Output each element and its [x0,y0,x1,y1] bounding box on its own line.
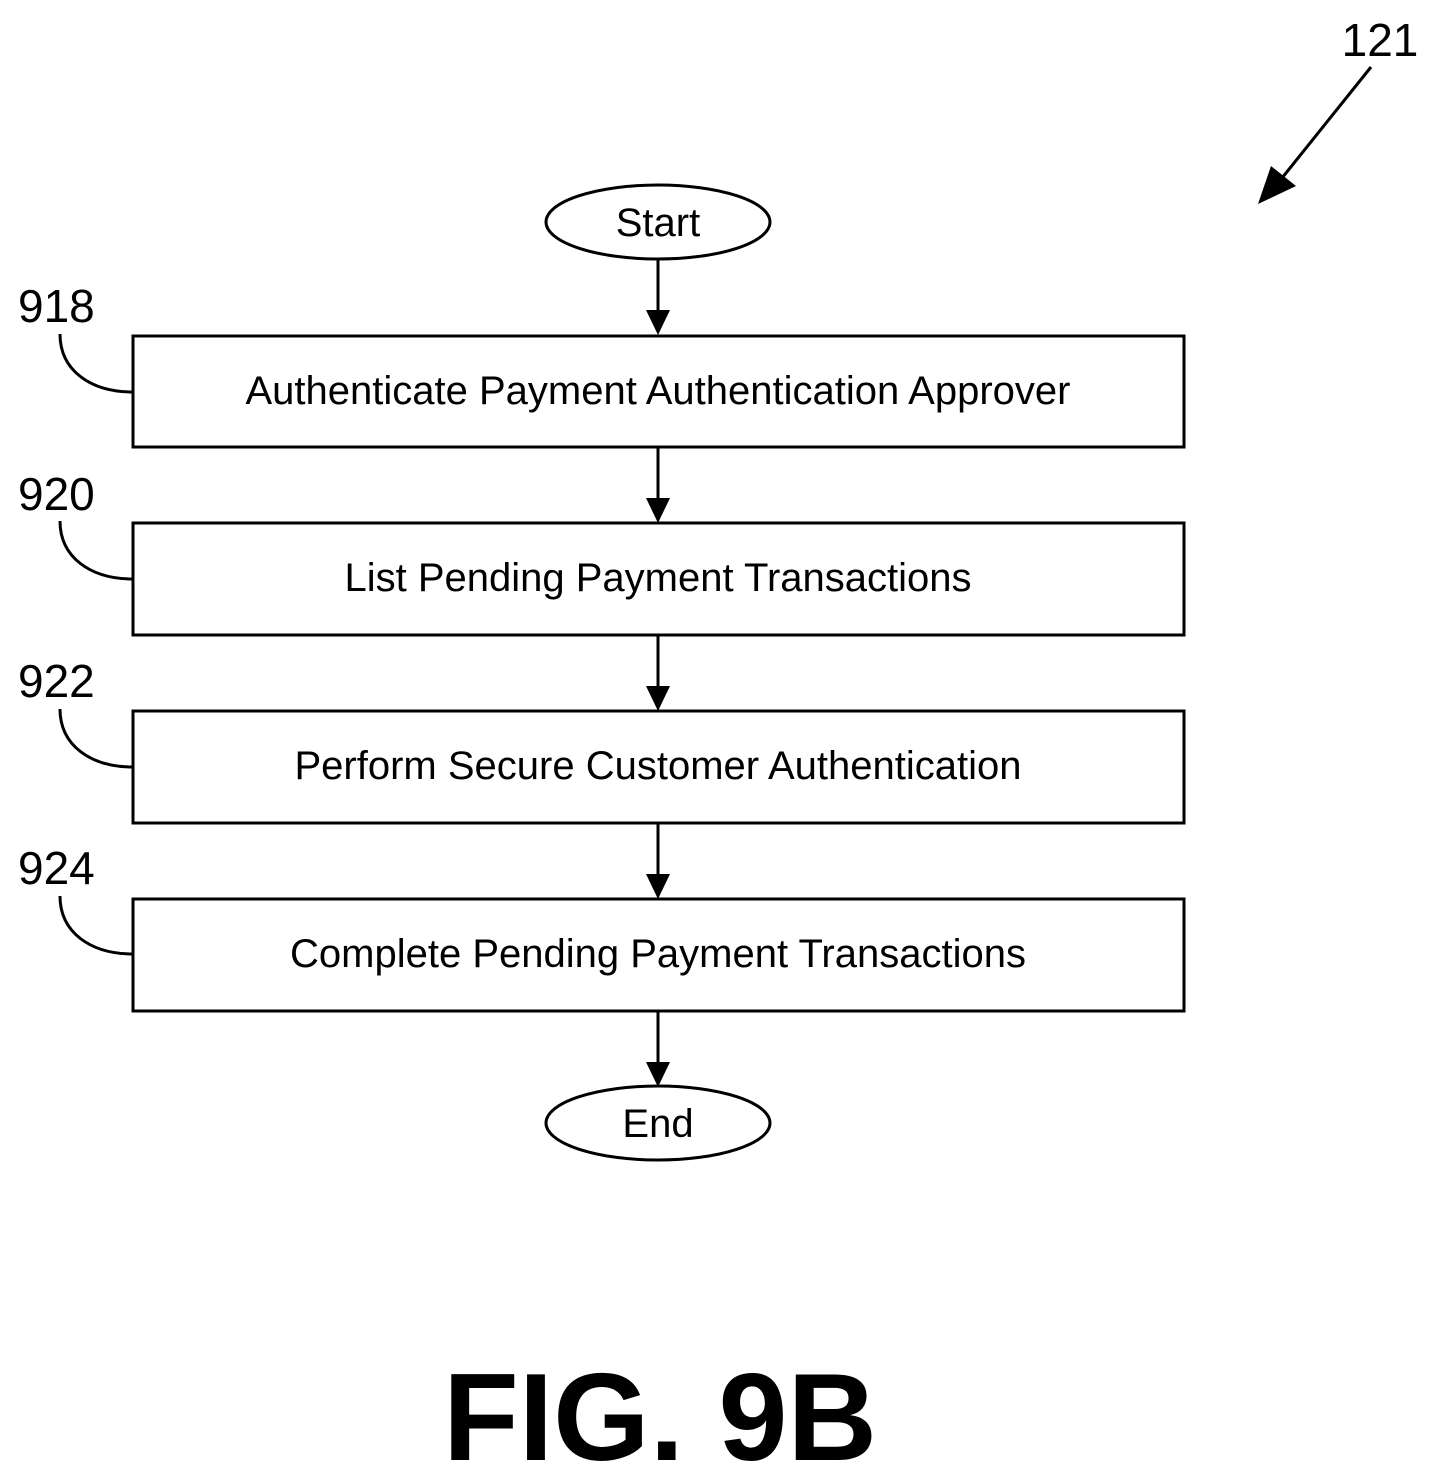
step-924-leader [60,896,133,954]
figure-reference-number: 121 [1342,14,1419,66]
step-918-label: Authenticate Payment Authentication Appr… [246,369,1071,413]
step-918-leader [60,334,133,392]
connector-924-end [646,1011,670,1087]
step-920-leader [60,521,133,579]
step-922-leader [60,709,133,767]
figure-caption: FIG. 9B [443,1349,877,1482]
connector-918-920 [646,447,670,523]
step-920-label: List Pending Payment Transactions [344,556,971,600]
step-924-number: 924 [18,842,95,894]
end-label: End [622,1102,693,1146]
connector-920-922 [646,635,670,711]
figure-reference-arrowhead [1258,166,1296,204]
connector-start-918 [646,259,670,335]
step-924: Complete Pending Payment Transactions 92… [18,842,1184,1011]
connector-922-924 [646,823,670,899]
start-terminal: Start [546,185,770,259]
step-920-number: 920 [18,468,95,520]
step-918: Authenticate Payment Authentication Appr… [18,280,1184,447]
start-label: Start [616,201,700,245]
step-922-number: 922 [18,655,95,707]
step-920: List Pending Payment Transactions 920 [18,468,1184,635]
end-terminal: End [546,1086,770,1160]
step-924-label: Complete Pending Payment Transactions [290,932,1026,976]
step-918-number: 918 [18,280,95,332]
step-922-label: Perform Secure Customer Authentication [294,744,1021,788]
figure-reference-line [1282,67,1371,178]
step-922: Perform Secure Customer Authentication 9… [18,655,1184,823]
